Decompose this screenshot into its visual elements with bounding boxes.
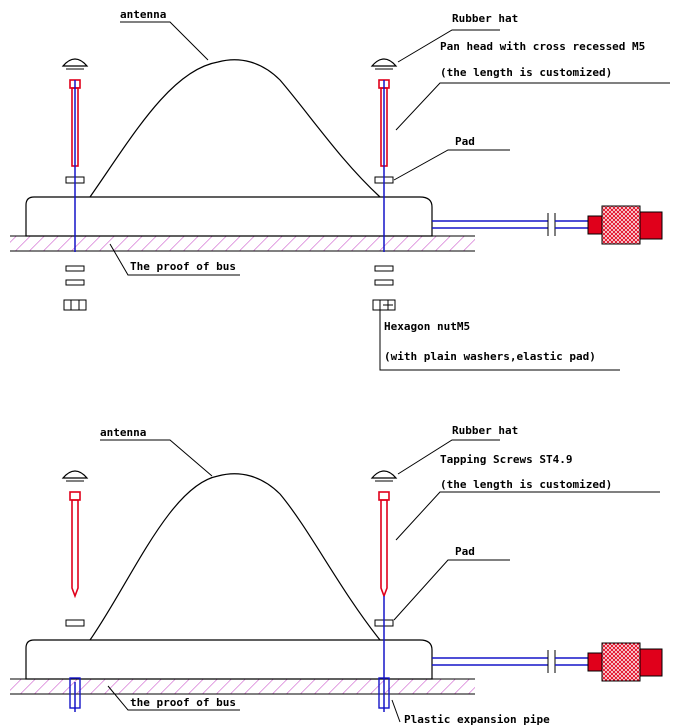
top-rubber-hat-label: Rubber hat: [452, 12, 518, 25]
right-screw-bottom: [370, 470, 398, 712]
right-bolt: [370, 58, 398, 311]
bus-roof: [10, 236, 475, 251]
top-diagram: antenna Rubber hat Pan head with cross r…: [10, 8, 670, 371]
leader-lines: [109, 21, 670, 371]
leader-lines-bottom: [100, 439, 660, 723]
connector-bottom: [587, 642, 663, 682]
connector: [587, 205, 663, 245]
antenna-dome-bottom: [89, 473, 381, 641]
cable-bottom: [432, 650, 590, 673]
bottom-rubber-hat-label: Rubber hat: [452, 424, 518, 437]
top-roof-label: The proof of bus: [130, 260, 236, 273]
top-pad-label: Pad: [455, 135, 475, 148]
top-screw-label: Pan head with cross recessed M5: [440, 40, 645, 53]
bottom-pad-label: Pad: [455, 545, 475, 558]
bottom-roof-label: the proof of bus: [130, 696, 236, 709]
top-nut-label: Hexagon nutM5: [384, 320, 470, 333]
bottom-diagram: antenna Rubber hat Tapping Screws ST4.9 …: [10, 424, 663, 726]
antenna-dome: [89, 59, 381, 198]
top-nut-washer-label: (with plain washers,elastic pad): [384, 350, 596, 363]
bottom-screw-length-label: (the length is customized): [440, 478, 612, 491]
antenna-base-bottom: [25, 639, 433, 680]
top-screw-length-label: (the length is customized): [440, 66, 612, 79]
top-antenna-label: antenna: [120, 8, 166, 21]
left-bolt: [61, 58, 89, 311]
bottom-antenna-label: antenna: [100, 426, 146, 439]
bus-roof-bottom: [10, 679, 475, 694]
cable: [432, 213, 590, 236]
left-screw-bottom: [61, 470, 89, 712]
bottom-pipe-label: Plastic expansion pipe: [404, 713, 550, 726]
antenna-base: [25, 196, 433, 237]
bottom-screw-label: Tapping Screws ST4.9: [440, 453, 572, 466]
